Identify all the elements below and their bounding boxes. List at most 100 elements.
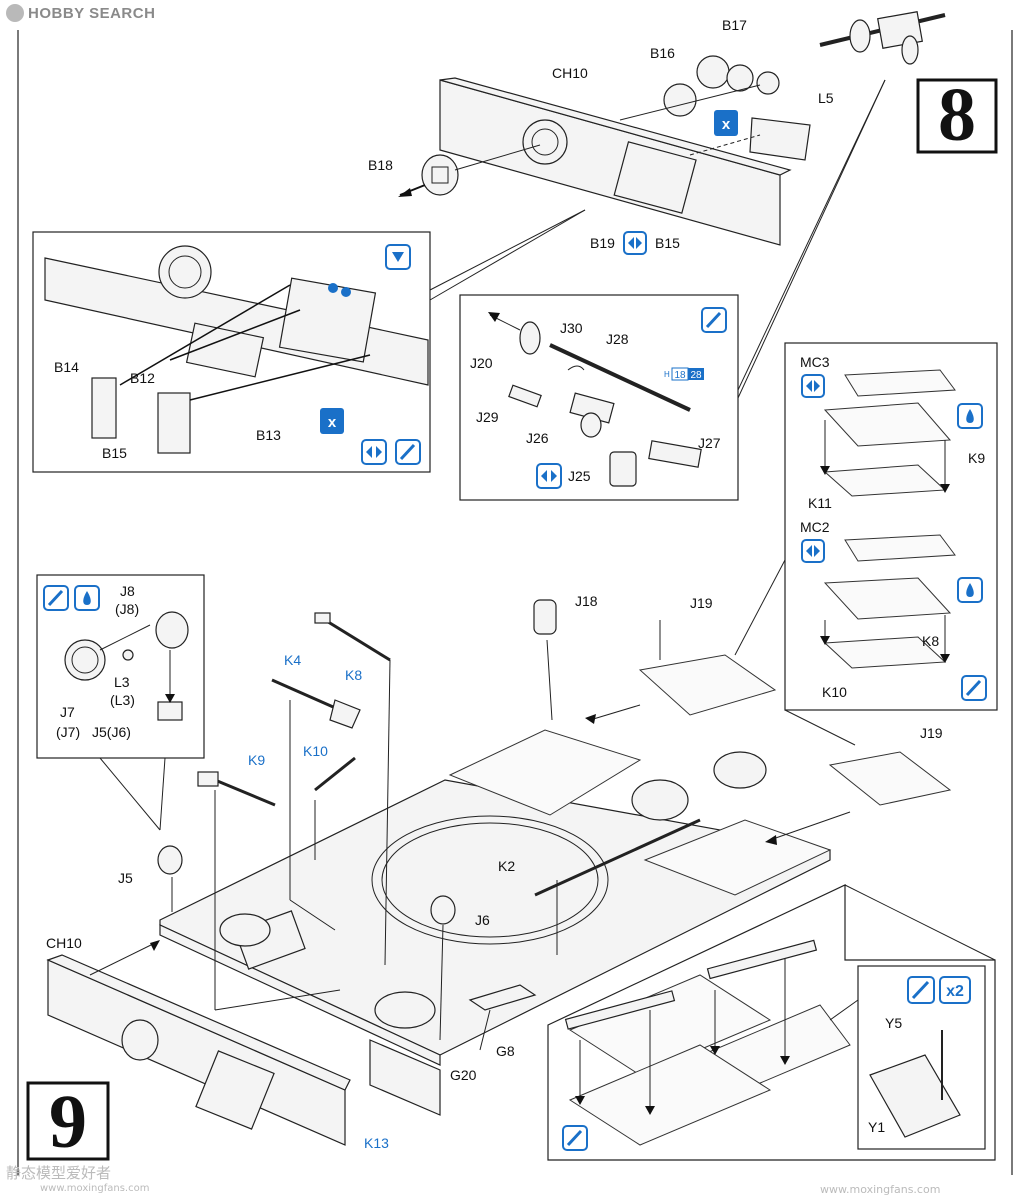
label-ch10-top: CH10	[552, 65, 588, 81]
part-b16-b17	[619, 55, 780, 121]
paint-icon-rear	[907, 976, 935, 1004]
hull-deck	[159, 729, 832, 1066]
label-x2: x2	[946, 983, 964, 1000]
tool-k9	[197, 771, 276, 807]
label-l3-paren: (L3)	[110, 692, 135, 708]
label-k4: K4	[284, 652, 301, 668]
paint-reference-h18-28: H 18 28	[664, 367, 704, 381]
tool-shovel-k4	[271, 678, 361, 729]
moxingfans-watermark: 静态模型爱好者	[6, 1164, 112, 1182]
label-j29: J29	[476, 409, 499, 425]
moxingfans-url-watermark: www.moxingfans.com	[820, 1183, 941, 1196]
label-b17: B17	[722, 17, 747, 33]
label-h18: 18	[674, 370, 686, 381]
svg-text:x: x	[722, 116, 731, 133]
glue-drop-icon-vision	[74, 585, 100, 611]
rear-plate-ch10	[439, 77, 792, 246]
label-j7: J7	[60, 704, 75, 720]
label-y1: Y1	[868, 1119, 885, 1135]
glue-drop-icon-k8	[957, 577, 983, 603]
part-g8-g20	[468, 984, 537, 1051]
remove-icon-j25	[536, 463, 562, 489]
moxingfans-sub-watermark: www.moxingfans.com	[40, 1183, 150, 1194]
paint-icon-grille	[961, 675, 987, 701]
hobby-search-watermark: HOBBY SEARCH	[6, 4, 155, 22]
label-j5-step9: J5	[118, 870, 133, 886]
tool-k10	[314, 756, 356, 792]
paint-icon-mg	[701, 307, 727, 333]
part-b18	[398, 144, 541, 197]
paint-icon-hatch	[395, 439, 421, 465]
remove-icon-b19	[623, 231, 647, 255]
label-h: H	[664, 370, 670, 379]
part-j5-j6	[157, 845, 456, 1041]
label-l5: L5	[818, 90, 834, 106]
label-b15-inset: B15	[102, 445, 127, 461]
part-l5	[689, 117, 811, 161]
inset-hatch	[32, 209, 586, 473]
do-not-glue-icon-top: x	[714, 110, 738, 136]
label-b12: B12	[130, 370, 155, 386]
part-j18	[533, 599, 557, 721]
label-b18: B18	[368, 157, 393, 173]
paint-icon-rear-deck	[562, 1125, 588, 1151]
rear-plate-ch10-bottom	[46, 954, 351, 1146]
paint-icon-vision	[43, 585, 69, 611]
label-g20: G20	[450, 1067, 477, 1083]
label-mc2: MC2	[800, 519, 830, 535]
label-j19-b: J19	[920, 725, 943, 741]
part-k13	[369, 1039, 441, 1116]
label-k2: K2	[498, 858, 515, 874]
glue-drop-icon-k9	[957, 403, 983, 429]
label-ch10-step9: CH10	[46, 935, 82, 951]
label-j26: J26	[526, 430, 549, 446]
grille-k8-k10-assembly	[638, 654, 952, 806]
label-k13: K13	[364, 1135, 389, 1151]
label-k9-step9: K9	[248, 752, 265, 768]
label-j28: J28	[606, 331, 629, 347]
do-not-glue-icon-hatch: x	[320, 408, 344, 434]
label-l3: L3	[114, 674, 130, 690]
label-j7-paren: (J7)	[56, 724, 80, 740]
label-j6: J6	[475, 912, 490, 928]
hobby-search-logo-icon	[6, 4, 24, 22]
label-k9-inset: K9	[968, 450, 985, 466]
label-j8-paren: (J8)	[115, 601, 139, 617]
label-j30: J30	[560, 320, 583, 336]
remove-icon-mc2	[801, 539, 825, 563]
label-j20: J20	[470, 355, 493, 371]
tool-k2	[534, 818, 701, 897]
label-mc3: MC3	[800, 354, 830, 370]
label-h28: 28	[690, 370, 702, 381]
label-b14: B14	[54, 359, 79, 375]
step9-number: 9	[49, 1080, 87, 1164]
watermark-site: HOBBY SEARCH	[28, 5, 156, 22]
svg-text:x: x	[328, 414, 337, 431]
cement-icon-hatch	[385, 244, 411, 270]
label-y5: Y5	[885, 1015, 902, 1031]
step8-number-box: 8	[916, 73, 998, 157]
label-b19: B19	[590, 235, 615, 251]
label-j19-a: J19	[690, 595, 713, 611]
step9-number-box: 9	[26, 1080, 110, 1164]
label-b16: B16	[650, 45, 675, 61]
label-k11: K11	[808, 495, 832, 511]
remove-icon-mc3	[801, 374, 825, 398]
remove-icon-hatch	[361, 439, 387, 465]
label-k8-step9: K8	[345, 667, 362, 683]
label-j18: J18	[575, 593, 598, 609]
label-b13: B13	[256, 427, 281, 443]
label-j5-j6: J5(J6)	[92, 724, 131, 740]
label-j27: J27	[698, 435, 721, 451]
step8-number: 8	[938, 73, 976, 157]
label-g8: G8	[496, 1043, 515, 1059]
tool-k8	[314, 612, 391, 662]
label-k8-inset: K8	[922, 633, 939, 649]
inset-engine-grilles	[734, 342, 998, 746]
inset-machine-gun	[459, 79, 886, 501]
label-k10-step9: K10	[303, 743, 328, 759]
label-j8: J8	[120, 583, 135, 599]
fire-extinguisher	[819, 11, 946, 65]
label-k10-inset: K10	[822, 684, 847, 700]
assembly-guide-lines	[89, 620, 851, 1011]
